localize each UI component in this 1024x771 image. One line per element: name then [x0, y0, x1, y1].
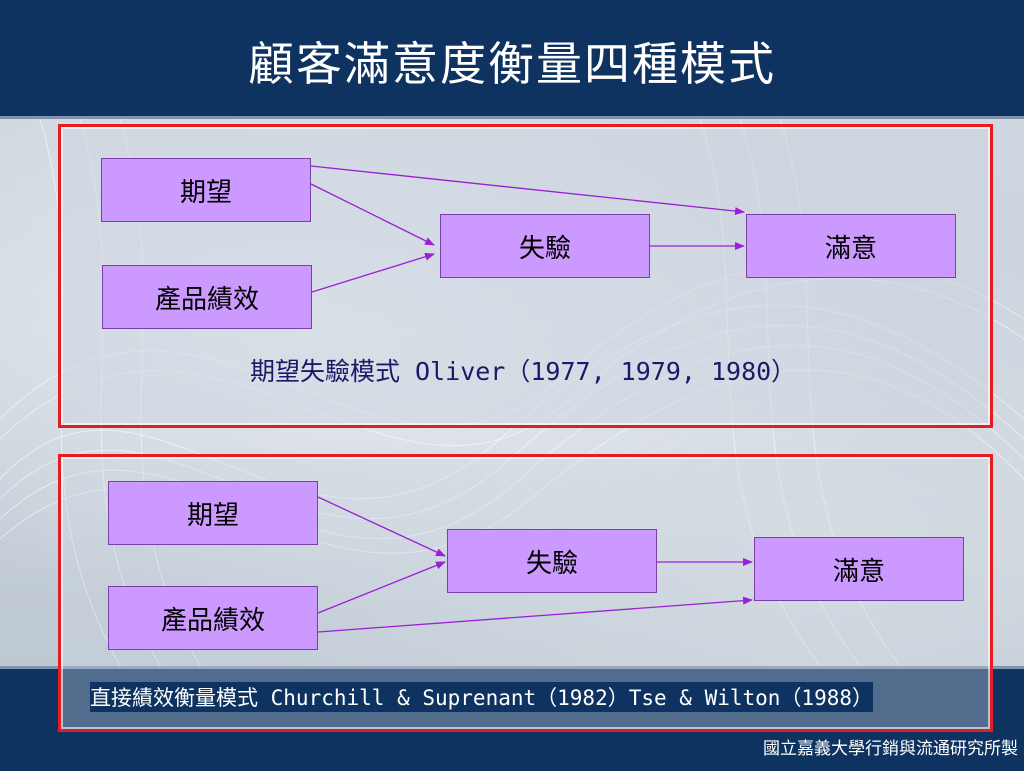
- model-1-product-performance-node: 產品績效: [102, 265, 312, 329]
- footer-credit: 國立嘉義大學行銷與流通研究所製: [763, 739, 1018, 759]
- model-1-expectation-node: 期望: [101, 158, 311, 222]
- model-1-satisfaction-node: 滿意: [746, 214, 956, 278]
- title-band: [0, 0, 1024, 119]
- model-2-disconfirmation-node: 失驗: [447, 529, 657, 593]
- model-2-expectation-node: 期望: [108, 481, 318, 545]
- model-1-caption: 期望失驗模式 Oliver（1977, 1979, 1980）: [250, 357, 797, 386]
- model-2-caption: 直接績效衡量模式 Churchill & Suprenant（1982）Tse …: [90, 682, 874, 712]
- model-1-disconfirmation-node: 失驗: [440, 214, 650, 278]
- slide-title: 顧客滿意度衡量四種模式: [248, 37, 776, 91]
- model-2-product-performance-node: 產品績效: [108, 586, 318, 650]
- model-2-satisfaction-node: 滿意: [754, 537, 964, 601]
